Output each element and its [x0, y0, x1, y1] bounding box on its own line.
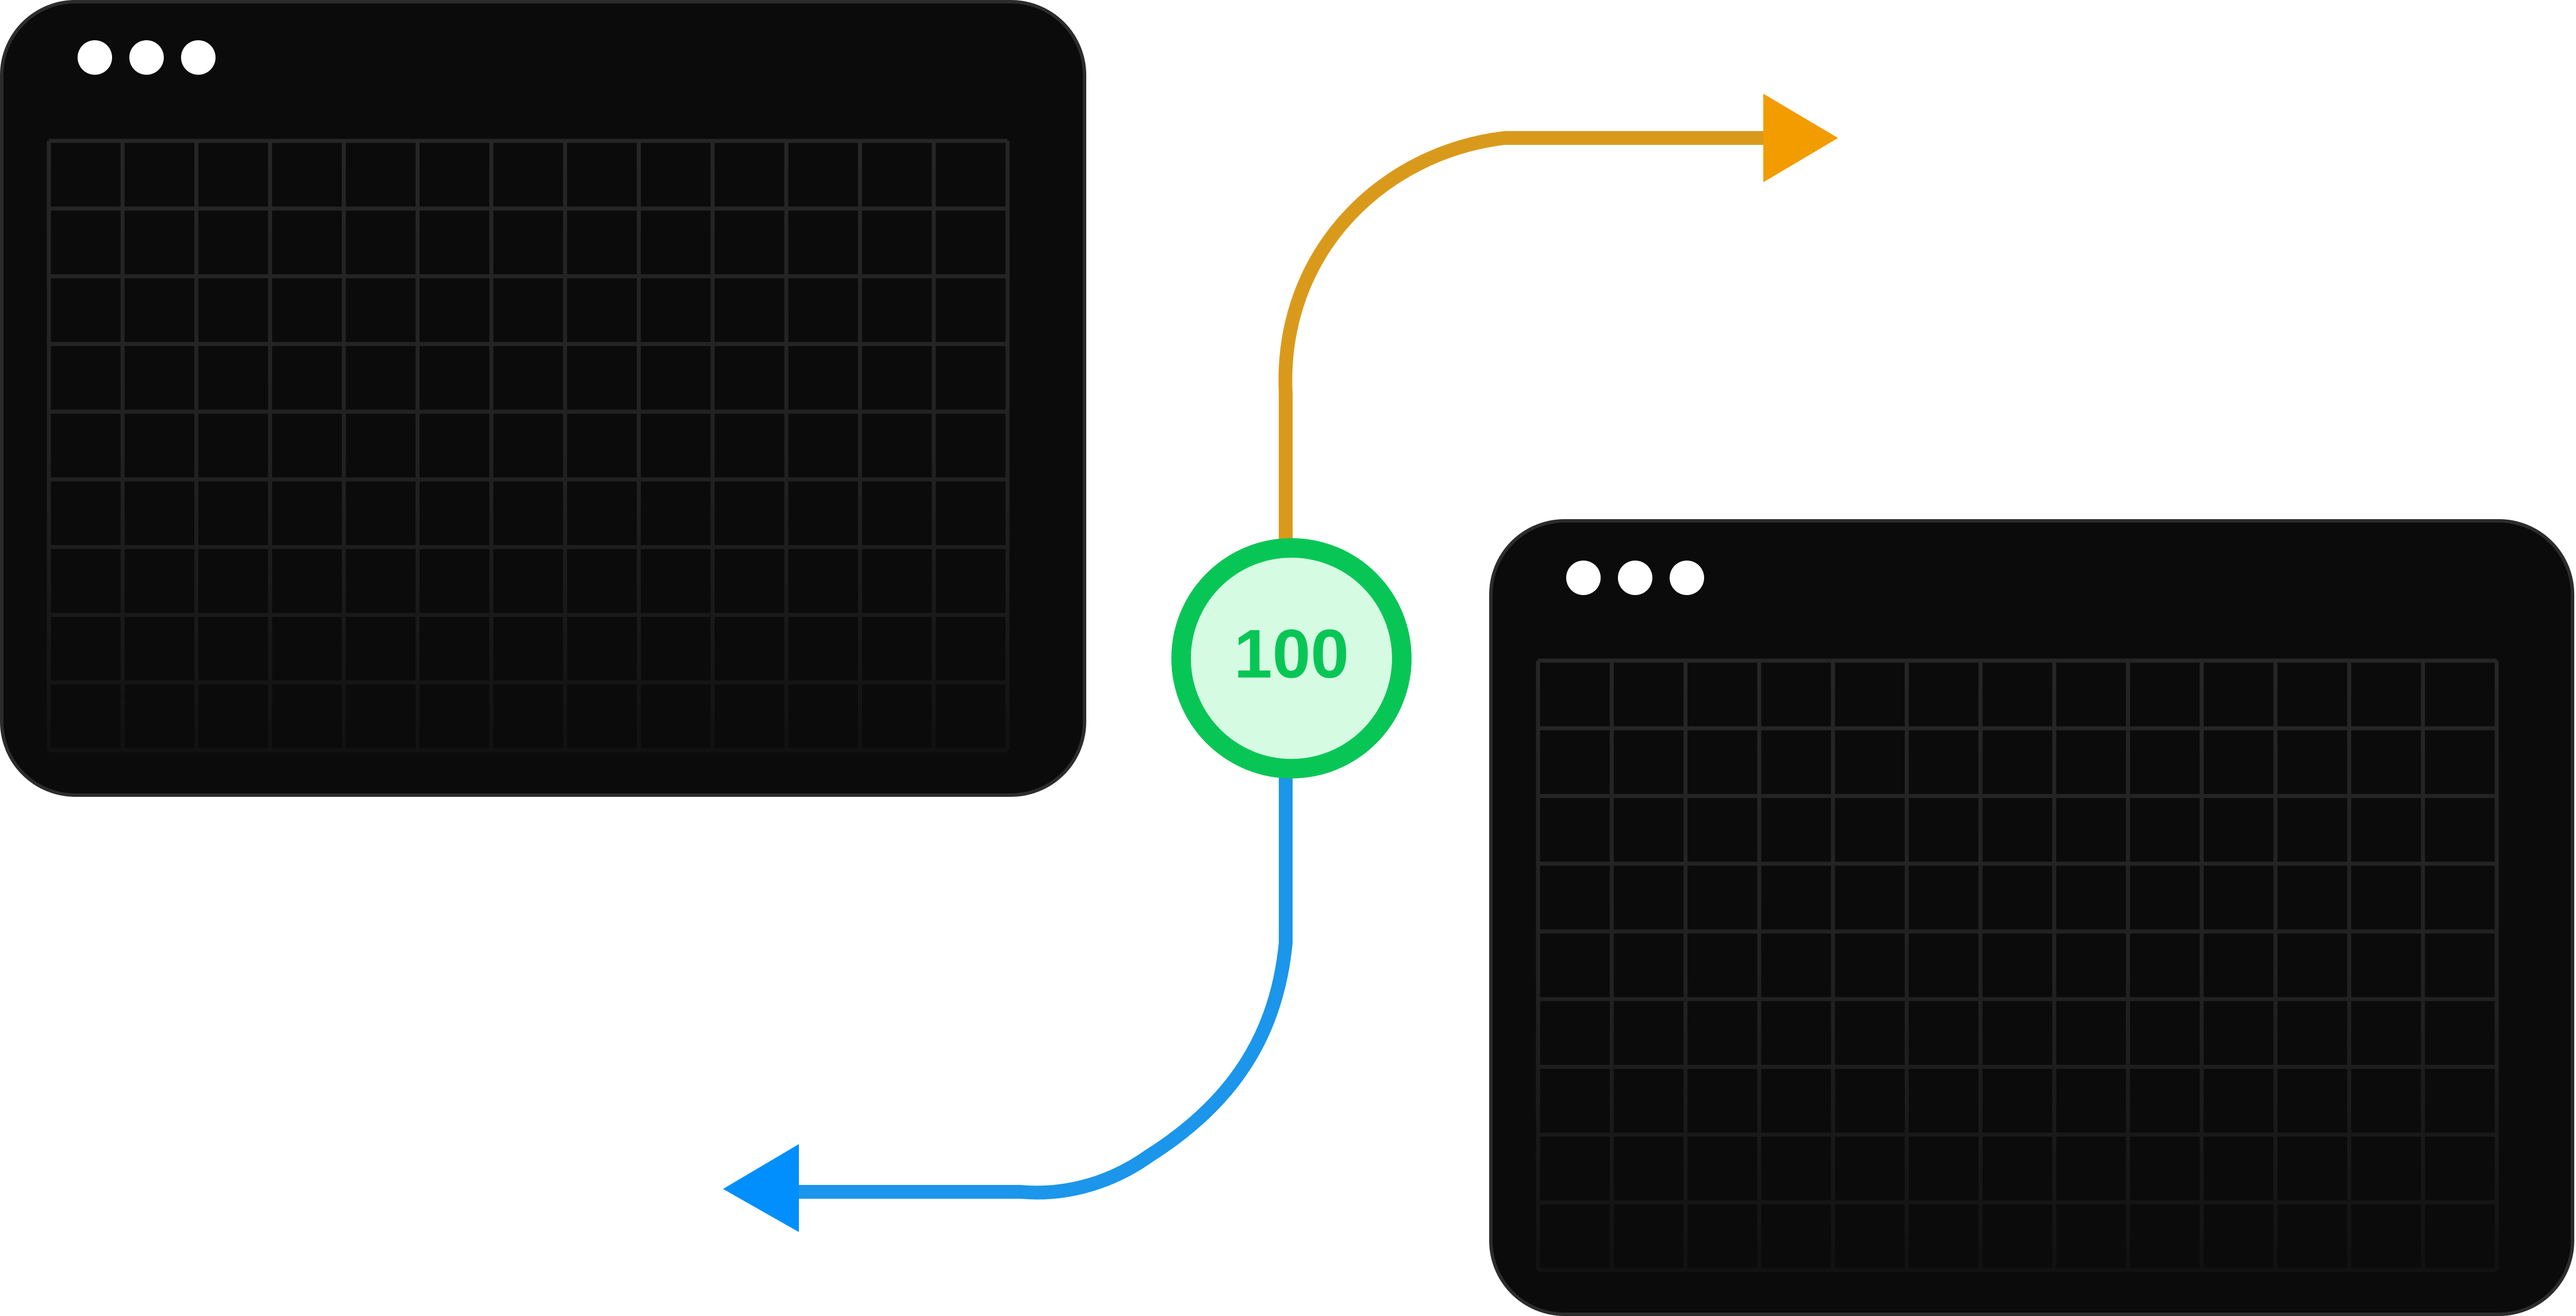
center-node[interactable]: 100 — [1171, 538, 1412, 778]
center-node-circle[interactable] — [1171, 538, 1412, 778]
arrow-left-icon — [723, 1144, 799, 1232]
connector-down-left — [723, 770, 1293, 1232]
window-top-left-controls — [78, 40, 216, 75]
window-bottom-right — [1489, 519, 2574, 1316]
window-dot-icon[interactable] — [1670, 561, 1704, 595]
window-bottom-right-grid — [1536, 658, 2499, 1272]
center-node-label: 100 — [1234, 616, 1349, 693]
window-bottom-right-frame — [1489, 519, 2574, 1316]
window-dot-icon[interactable] — [1618, 561, 1652, 595]
connector-down-left-line — [796, 770, 1293, 1200]
window-dot-icon[interactable] — [129, 40, 164, 75]
window-top-left — [0, 0, 1086, 797]
window-dot-icon[interactable] — [78, 40, 112, 75]
window-dot-icon[interactable] — [181, 40, 216, 75]
window-top-left-frame — [0, 0, 1086, 797]
window-top-left-grid — [47, 139, 1010, 753]
window-dot-icon[interactable] — [1566, 561, 1601, 595]
connector-up-right — [1278, 94, 1838, 546]
connector-up-right-line — [1278, 131, 1764, 546]
arrow-right-icon — [1763, 94, 1838, 182]
window-bottom-right-controls — [1566, 561, 1704, 595]
